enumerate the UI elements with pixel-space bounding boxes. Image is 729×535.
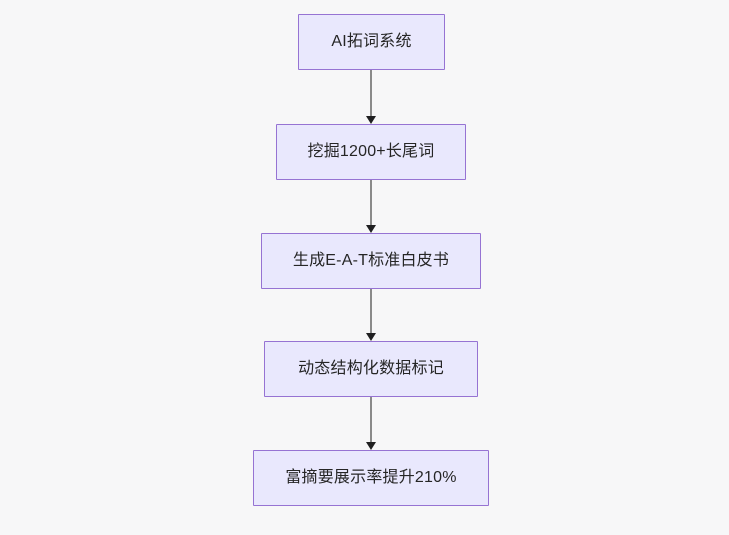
flow-node-label: 动态结构化数据标记 bbox=[298, 360, 444, 377]
arrow-head-icon bbox=[365, 441, 376, 450]
flow-node-label: AI拓词系统 bbox=[331, 33, 412, 50]
edge-line bbox=[369, 289, 373, 334]
flow-node-dynamic-structured-data-markup[interactable]: 动态结构化数据标记 bbox=[264, 341, 478, 397]
arrow-head-icon bbox=[365, 224, 376, 233]
flow-node-generate-eat-whitepaper[interactable]: 生成E-A-T标准白皮书 bbox=[261, 233, 481, 289]
flow-node-label: 挖掘1200+长尾词 bbox=[307, 143, 435, 160]
flow-node-label: 富摘要展示率提升210% bbox=[285, 469, 457, 486]
edge-line bbox=[369, 397, 373, 443]
flow-node-ai-keyword-system[interactable]: AI拓词系统 bbox=[298, 14, 445, 70]
edge-line bbox=[369, 70, 373, 117]
flow-node-rich-snippet-rate-increase[interactable]: 富摘要展示率提升210% bbox=[253, 450, 489, 506]
arrow-head-icon bbox=[365, 115, 376, 124]
edge-line bbox=[369, 180, 373, 226]
flow-node-mine-longtail-keywords[interactable]: 挖掘1200+长尾词 bbox=[276, 124, 466, 180]
flow-node-label: 生成E-A-T标准白皮书 bbox=[292, 252, 450, 269]
arrow-head-icon bbox=[365, 332, 376, 341]
